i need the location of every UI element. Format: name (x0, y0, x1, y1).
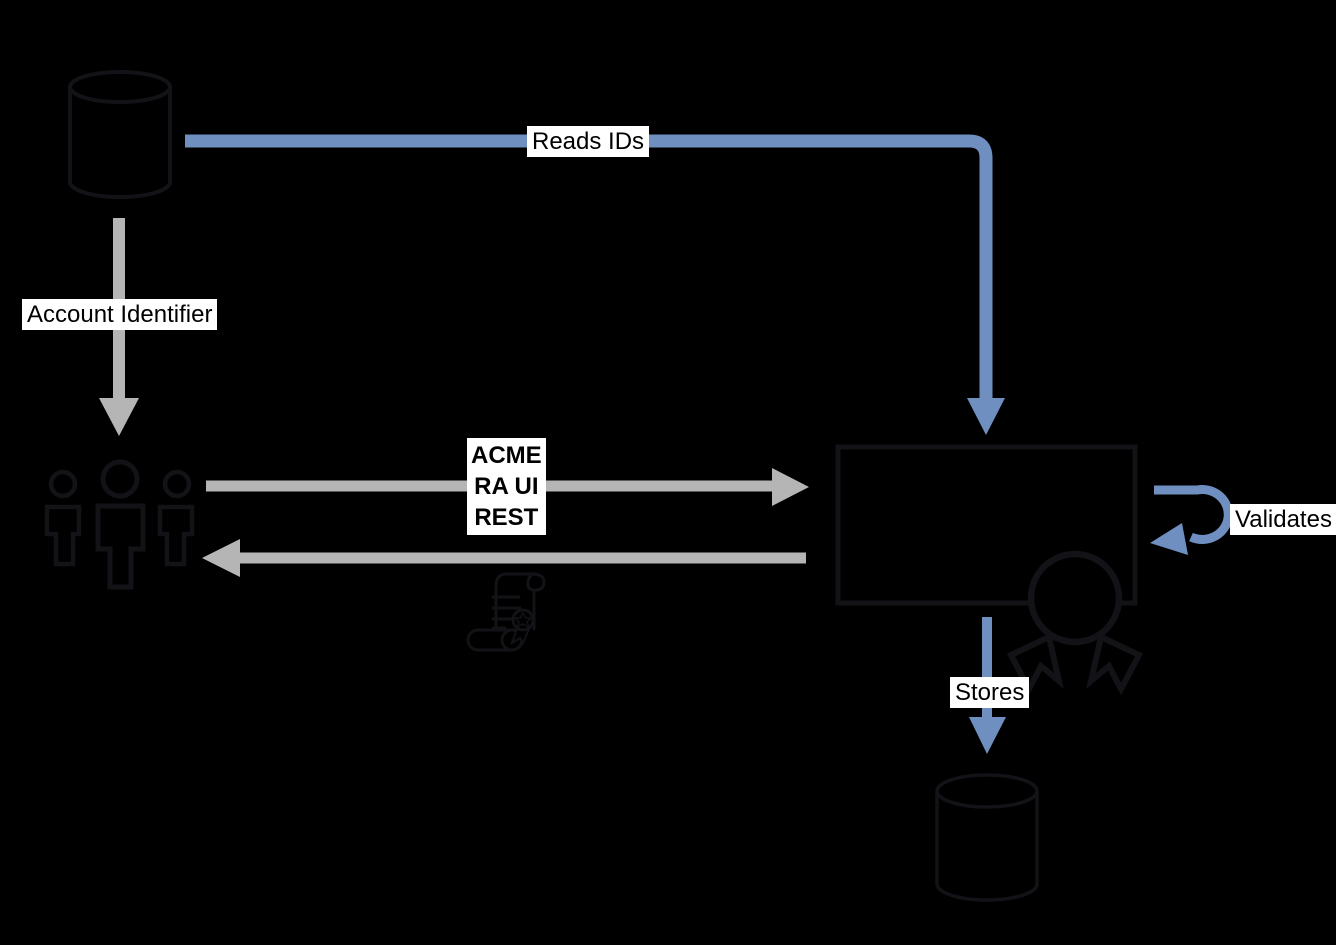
award-ribbon-icon (1006, 550, 1144, 696)
response-arrow (202, 539, 806, 577)
label-acme-line: ACME (471, 442, 542, 469)
label-acme-ra-ui-rest: ACME RA UI REST (467, 438, 546, 535)
label-stores: Stores (950, 677, 1030, 708)
label-ra-ui-line: RA UI (474, 473, 539, 500)
user-group-icon (44, 459, 195, 590)
reads-ids-arrow (185, 134, 1005, 435)
label-validates: Validates (1230, 504, 1336, 535)
validates-self-loop-arrow (1150, 485, 1233, 555)
certificate-scroll-icon (466, 572, 546, 652)
label-rest-line: REST (474, 504, 539, 531)
database-cylinder-icon (68, 70, 172, 199)
service-box-node (835, 444, 1138, 606)
label-reads-ids: Reads IDs (527, 126, 650, 157)
database-cylinder-icon (935, 773, 1039, 902)
label-account-identifier: Account Identifier (22, 299, 218, 330)
